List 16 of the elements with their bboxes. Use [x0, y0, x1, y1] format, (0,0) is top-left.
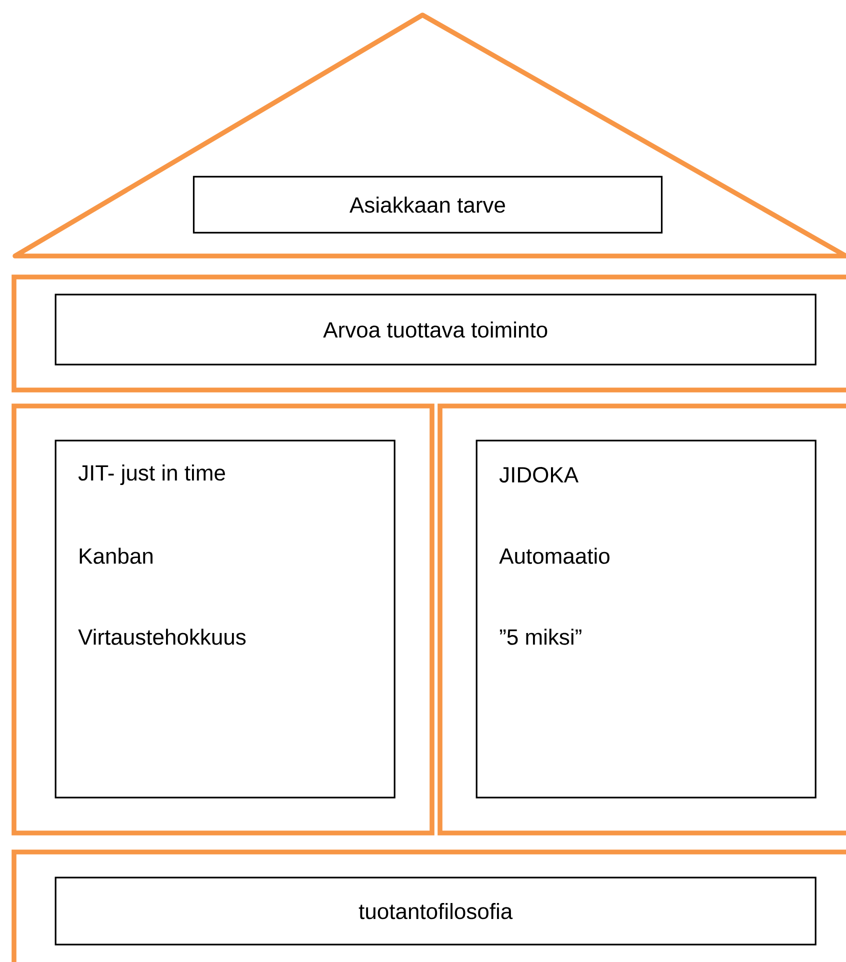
- band-box: [438, 404, 846, 836]
- list-item: JIDOKA: [499, 467, 578, 483]
- band-box: [12, 404, 434, 836]
- band-box: [12, 850, 846, 962]
- list-box: [476, 440, 816, 798]
- label-box: Asiakkaan tarve: [192, 176, 663, 234]
- label-box: tuotantofilosofia: [54, 876, 816, 946]
- label-box: Arvoa tuottava toiminto: [54, 294, 816, 366]
- list-item: Automaatio: [499, 548, 610, 564]
- list-item: ”5 miksi”: [500, 628, 582, 645]
- list-box: [54, 440, 396, 798]
- list-item: Kanban: [80, 548, 152, 564]
- roof-triangle: [12, 12, 846, 258]
- list-item: JIT- just in time: [78, 464, 225, 486]
- list-item: Virtaustehokkuus: [78, 628, 246, 645]
- band-box: [12, 274, 846, 392]
